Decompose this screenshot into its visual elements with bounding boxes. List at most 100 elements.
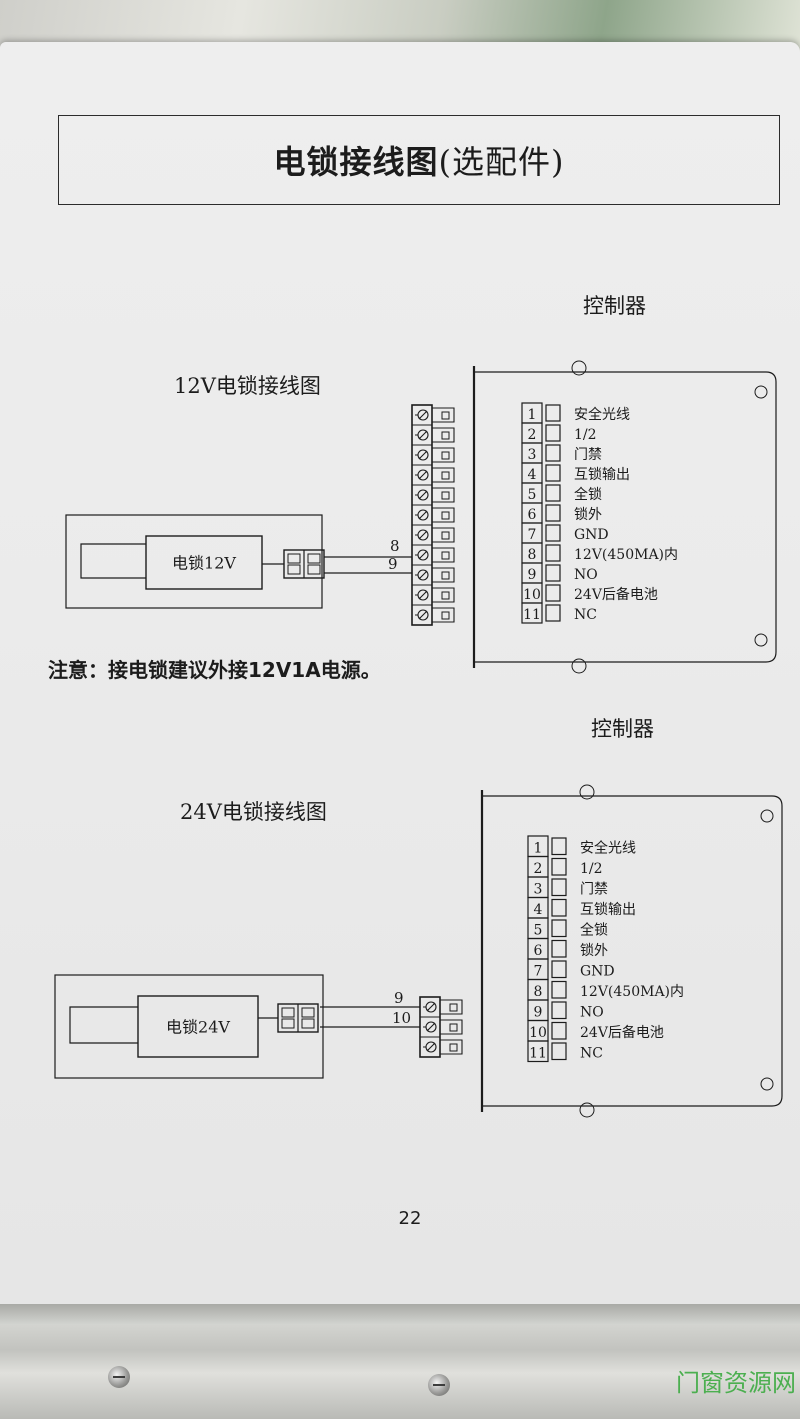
terminal-screw-slot (418, 490, 428, 500)
pin-terminal-square-icon (551, 857, 567, 876)
controller-housing (482, 795, 783, 1107)
pin-number: 4 (528, 467, 537, 483)
terminal-plug (432, 527, 455, 543)
controller-label-1: 控制器 (583, 294, 646, 318)
pin-number: 5 (534, 923, 543, 939)
lock-24v-plunger (69, 1006, 138, 1044)
pin-number: 2 (534, 861, 543, 877)
terminal-screw-slot (418, 530, 428, 540)
pin-terminal-square-icon (551, 919, 567, 938)
lock-24v-connector-pin (281, 1018, 295, 1029)
pin-terminal-square-icon (551, 837, 567, 856)
page-title-box: 电锁接线图(选配件) (58, 115, 780, 205)
terminal-plug-socket (449, 1023, 458, 1032)
lock-24v-label: 电锁24V (166, 1018, 230, 1037)
pin-terminal-square-icon (545, 424, 561, 442)
terminal-plug (432, 587, 455, 603)
wire-label: 10 (392, 1009, 411, 1027)
pin-terminal-square-icon (545, 564, 561, 582)
wire-label: 9 (388, 555, 398, 573)
terminal-screw-slot (418, 570, 428, 580)
terminal-screw-slot (426, 1002, 436, 1012)
pin-label: 12V(450MA)内 (580, 984, 684, 1000)
pin-terminal-square-icon (551, 1021, 567, 1040)
pin-label: 门禁 (580, 882, 608, 898)
terminal-plug (432, 607, 455, 623)
pin-label: 全锁 (580, 922, 608, 939)
pin-number: 7 (534, 964, 543, 980)
terminal-plug (432, 487, 455, 503)
wire-label: 9 (394, 989, 404, 1007)
pin-number: 10 (523, 587, 541, 603)
pin-label: 24V后备电池 (574, 586, 658, 603)
pin-label: 1/2 (580, 861, 603, 877)
pin-number: 10 (529, 1025, 547, 1041)
pin-label: 1/2 (574, 427, 597, 443)
pin-terminal-square-icon (545, 604, 561, 622)
pin-number: 4 (534, 902, 543, 918)
watermark: 门窗资源网 (676, 1369, 796, 1397)
lock-12v-connector-pin (287, 564, 301, 575)
terminal-screw-slot (418, 550, 428, 560)
terminal-plug (432, 447, 455, 463)
mount-hole-icon (760, 1077, 774, 1091)
terminal-screw-slot (418, 510, 428, 520)
pin-terminal-square-icon (551, 980, 567, 999)
terminal-plug-socket (441, 491, 450, 500)
terminal-plug-socket (441, 431, 450, 440)
pin-label: 锁外 (580, 943, 608, 959)
pin-number: 1 (534, 841, 543, 857)
lock-24v-connector-pin (301, 1007, 315, 1018)
mount-hole-icon (754, 385, 768, 399)
pin-number: 8 (528, 547, 537, 563)
pin-label: 锁外 (574, 507, 602, 523)
pin-terminal-square-icon (545, 484, 561, 502)
pin-label: NC (580, 1046, 603, 1062)
pin-number-cell (521, 602, 543, 624)
lock-12v-body (145, 535, 263, 590)
lock-12v-connector-pin (307, 553, 321, 564)
terminal-plug (432, 567, 455, 583)
pin-label: 互锁输出 (580, 902, 636, 918)
power-note: 注意：接电锁建议外接12V1A电源。 (48, 658, 381, 682)
pin-label: NC (574, 607, 597, 623)
pin-terminal-square-icon (551, 1001, 567, 1020)
mount-hole-icon (571, 658, 587, 674)
terminal-screw-slot (418, 450, 428, 460)
pin-number-cell (527, 1040, 549, 1063)
pin-label: 24V后备电池 (580, 1024, 664, 1041)
terminal-screw-slot (426, 1022, 436, 1032)
diagram2-title: 24V电锁接线图 (180, 800, 327, 824)
terminal-block-body (411, 404, 433, 626)
lock-12v-connector-pin (287, 553, 301, 564)
terminal-screw-slot (418, 610, 428, 620)
mount-hole-icon (579, 1102, 595, 1118)
controller-label-2: 控制器 (591, 717, 654, 741)
pin-label: 门禁 (574, 447, 602, 463)
wire-label: 8 (390, 537, 400, 555)
lock-12v-plunger (80, 543, 146, 579)
pin-number: 11 (529, 1046, 547, 1062)
pin-terminal-square-icon (545, 584, 561, 602)
mount-hole-icon (760, 809, 774, 823)
pin-terminal-square-icon (545, 544, 561, 562)
mount-hole-icon (754, 633, 768, 647)
pin-number: 3 (534, 882, 543, 898)
lock-24v-connector-pin (281, 1007, 295, 1018)
pin-number: 9 (528, 567, 537, 583)
mount-hole-icon (579, 784, 595, 800)
lock-24v-body (137, 995, 259, 1058)
page-title-suffix: (选配件) (438, 143, 565, 181)
terminal-plug-socket (449, 1043, 458, 1052)
pin-number: 7 (528, 527, 537, 543)
pin-terminal-square-icon (551, 898, 567, 917)
metal-surface (0, 1304, 800, 1419)
pin-label: NO (580, 1005, 604, 1021)
pin-label: 12V(450MA)内 (574, 547, 678, 563)
terminal-plug (440, 999, 463, 1015)
terminal-screw-slot (418, 470, 428, 480)
lock-12v-outer-box (65, 514, 323, 609)
terminal-plug (432, 547, 455, 563)
terminal-screw-slot (418, 590, 428, 600)
